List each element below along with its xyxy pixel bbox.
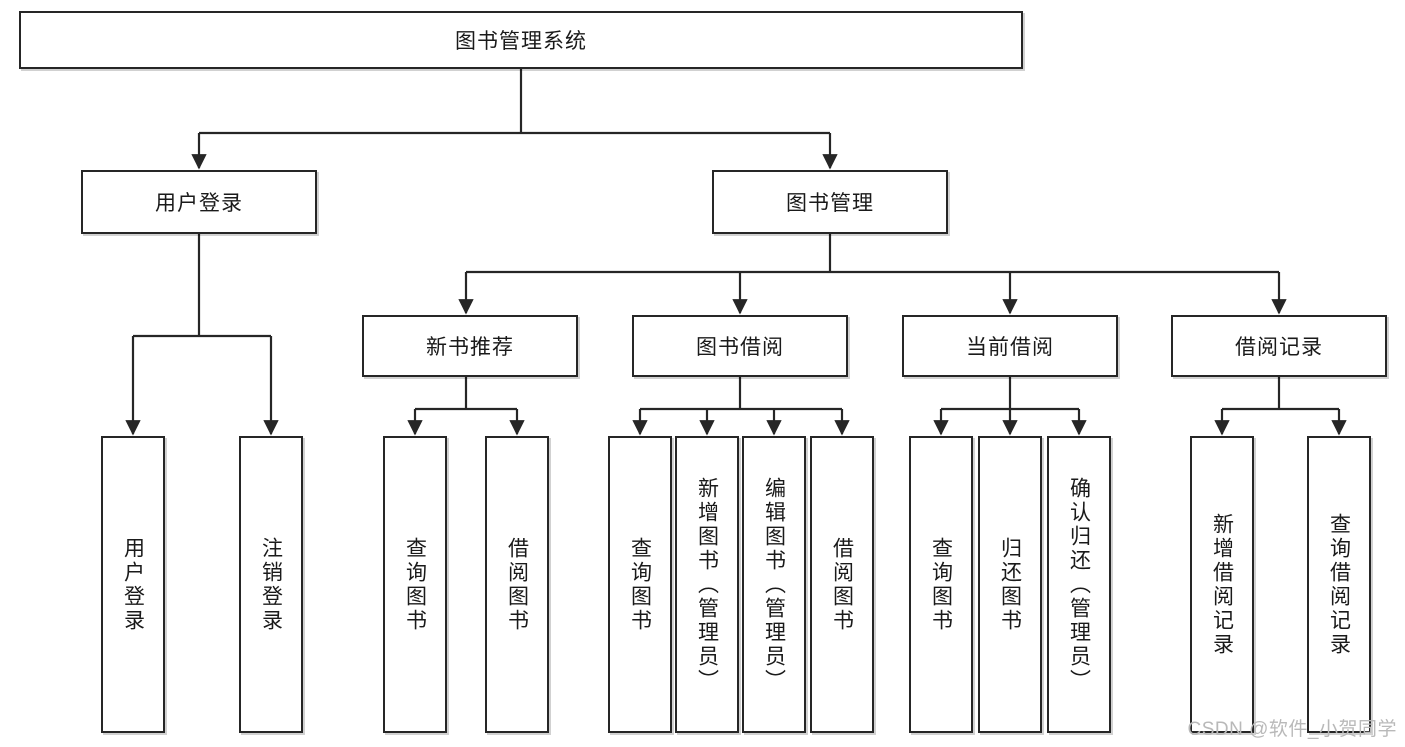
- node-user-login-label: 用户登录: [155, 192, 243, 215]
- node-leaf-user-login-label: 用户登录: [121, 536, 145, 633]
- node-leaf-return-book[interactable]: 归还图书: [978, 436, 1042, 733]
- node-borrow-record[interactable]: 借阅记录: [1171, 315, 1387, 377]
- node-user-login[interactable]: 用户登录: [81, 170, 317, 234]
- node-root[interactable]: 图书管理系统: [19, 11, 1023, 69]
- node-leaf-borrow-book-1[interactable]: 借阅图书: [485, 436, 549, 733]
- node-leaf-user-logout[interactable]: 注销登录: [239, 436, 303, 733]
- node-leaf-edit-book-label: 编辑图书（管理员）: [762, 476, 786, 693]
- node-borrow-record-label: 借阅记录: [1235, 336, 1323, 359]
- node-book-borrow-label: 图书借阅: [696, 336, 784, 359]
- node-leaf-return-book-label: 归还图书: [998, 536, 1022, 633]
- node-leaf-query-record-label: 查询借阅记录: [1327, 512, 1351, 657]
- node-leaf-query-book-3-label: 查询图书: [929, 536, 953, 633]
- node-leaf-query-book-1[interactable]: 查询图书: [383, 436, 447, 733]
- node-leaf-user-logout-label: 注销登录: [259, 536, 283, 633]
- node-leaf-edit-book[interactable]: 编辑图书（管理员）: [742, 436, 806, 733]
- node-leaf-query-book-2-label: 查询图书: [628, 536, 652, 633]
- node-leaf-query-book-2[interactable]: 查询图书: [608, 436, 672, 733]
- node-leaf-query-book-1-label: 查询图书: [403, 536, 427, 633]
- node-book-manage-label: 图书管理: [786, 192, 874, 215]
- node-current-borrow[interactable]: 当前借阅: [902, 315, 1118, 377]
- node-leaf-add-book-label: 新增图书（管理员）: [695, 476, 719, 693]
- node-current-borrow-label: 当前借阅: [966, 336, 1054, 359]
- node-leaf-add-book[interactable]: 新增图书（管理员）: [675, 436, 739, 733]
- node-leaf-confirm-return-label: 确认归还（管理员）: [1067, 476, 1091, 693]
- node-leaf-query-record[interactable]: 查询借阅记录: [1307, 436, 1371, 733]
- node-leaf-borrow-book-1-label: 借阅图书: [505, 536, 529, 633]
- node-leaf-confirm-return[interactable]: 确认归还（管理员）: [1047, 436, 1111, 733]
- node-leaf-user-login[interactable]: 用户登录: [101, 436, 165, 733]
- node-leaf-borrow-book-2[interactable]: 借阅图书: [810, 436, 874, 733]
- node-leaf-query-book-3[interactable]: 查询图书: [909, 436, 973, 733]
- node-root-label: 图书管理系统: [455, 30, 587, 53]
- node-book-borrow[interactable]: 图书借阅: [632, 315, 848, 377]
- node-leaf-add-record[interactable]: 新增借阅记录: [1190, 436, 1254, 733]
- node-leaf-borrow-book-2-label: 借阅图书: [830, 536, 854, 633]
- node-new-book-recommend-label: 新书推荐: [426, 336, 514, 359]
- node-book-manage[interactable]: 图书管理: [712, 170, 948, 234]
- watermark: CSDN @软件_小贺同学: [1187, 719, 1397, 740]
- node-new-book-recommend[interactable]: 新书推荐: [362, 315, 578, 377]
- node-leaf-add-record-label: 新增借阅记录: [1210, 512, 1234, 657]
